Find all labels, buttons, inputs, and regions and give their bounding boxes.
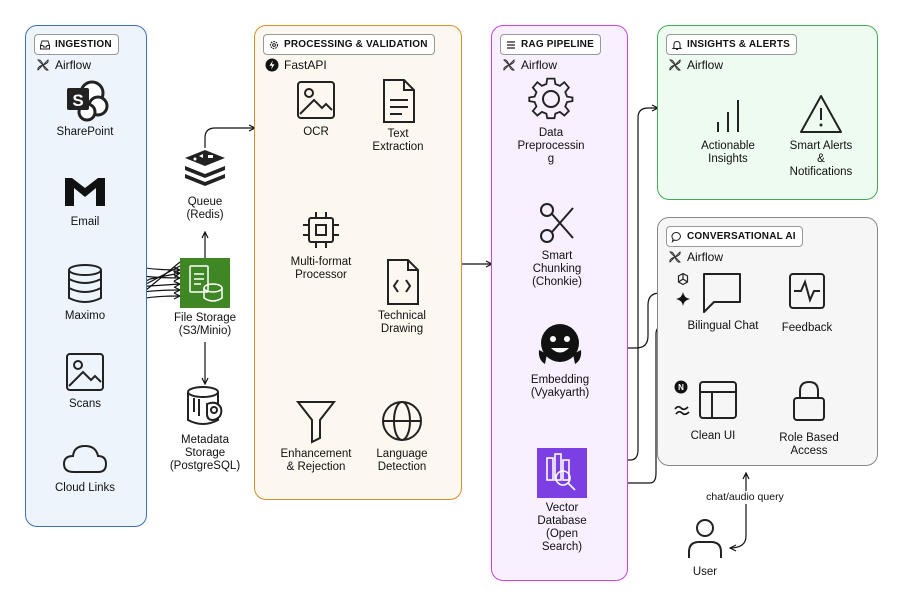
gmail-icon [65, 178, 105, 206]
processor-node: Multi-format Processor [276, 208, 366, 282]
ingestion-orchestrator: Airflow [36, 58, 91, 72]
huggingface-icon [538, 324, 582, 364]
insights-title: INSIGHTS & ALERTS [666, 34, 798, 55]
technical-drawing-node: Technical Drawing [362, 258, 442, 336]
text-extraction-node: Text Extraction [358, 78, 438, 154]
airflow-icon [669, 59, 681, 71]
code-file-icon [387, 259, 419, 305]
query-edge-label: chat/audio query [690, 491, 800, 504]
chunking-node: Smart Chunking (Chonkie) [512, 200, 602, 289]
insights-orchestrator: Airflow [668, 58, 723, 72]
openai-icon [677, 272, 689, 286]
opensearch-icon [537, 448, 587, 498]
message-square-icon [703, 273, 741, 313]
insights-node: Actionable Insights [685, 92, 771, 166]
scans-node: Scans [40, 350, 130, 411]
vectordb-node: Vector Database (Open Search) [522, 448, 602, 554]
edge-user-conversational [730, 473, 746, 548]
language-node: Language Detection [360, 398, 444, 474]
sharepoint-icon: S [67, 80, 109, 122]
document-icon [383, 79, 415, 123]
ingestion-title: INGESTION [34, 34, 119, 55]
layout-icon [699, 381, 737, 419]
s3-bucket-icon [180, 258, 230, 308]
gear-icon [528, 77, 574, 120]
rag-title: RAG PIPELINE [500, 34, 601, 55]
insights-group: INSIGHTS & ALERTS Airflow [657, 25, 878, 200]
conversational-group: CONVERSATIONAL AI Airflow [657, 217, 878, 466]
chat-node: Bilingual Chat [674, 270, 772, 333]
alerts-node: Smart Alerts & Notifications [776, 92, 866, 179]
redis-icon [185, 150, 225, 186]
tailwind-icon [674, 405, 690, 416]
embedding-node: Embedding (Vyakyarth) [514, 320, 606, 400]
role-access-node: Role Based Access [768, 378, 850, 458]
queue-node: Queue (Redis) [160, 148, 250, 222]
user-node: User [680, 516, 730, 579]
menu-icon [507, 40, 515, 49]
conversational-title: CONVERSATIONAL AI [666, 226, 803, 247]
warning-icon [800, 95, 842, 133]
chat-bubble-icon [671, 231, 681, 243]
cloud-links-node: Cloud Links [40, 440, 130, 495]
processing-framework: FastAPI [265, 58, 327, 72]
email-node: Email [40, 172, 130, 229]
globe-icon [382, 401, 422, 441]
airflow-icon [503, 59, 515, 71]
airflow-icon [669, 251, 681, 263]
database-icon [68, 264, 102, 303]
enhancement-node: Enhancement & Rejection [268, 398, 364, 474]
bell-icon [671, 40, 683, 50]
ocr-node: OCR [281, 78, 351, 139]
gear-icon [269, 40, 279, 49]
conversational-orchestrator: Airflow [668, 250, 723, 264]
sparkle-icon [676, 292, 690, 306]
processing-group: PROCESSING & VALIDATION FastAPI [254, 25, 462, 500]
postgresql-icon [187, 386, 223, 425]
svg-text:S: S [72, 91, 83, 110]
image-icon [297, 81, 335, 119]
lock-icon [793, 380, 825, 421]
cloud-icon [62, 444, 108, 473]
user-icon [688, 519, 722, 558]
metadata-node: Metadata Storage (PostgreSQL) [160, 384, 250, 473]
svg-text:N: N [678, 383, 684, 392]
scissors-icon [540, 203, 574, 243]
clean-ui-node: N Clean UI [672, 378, 754, 443]
bar-chart-icon [717, 100, 739, 132]
preprocessing-node: Data Preprocessin g [506, 75, 596, 166]
feedback-node: Feedback [772, 270, 842, 335]
notion-icon: N [674, 380, 688, 394]
rag-group: RAG PIPELINE Airflow [491, 25, 628, 581]
inbox-icon [40, 40, 50, 49]
filter-icon [295, 401, 337, 444]
file-storage-node: File Storage (S3/Minio) [160, 258, 250, 338]
image-icon [66, 353, 104, 391]
processing-title: PROCESSING & VALIDATION [263, 34, 435, 55]
fastapi-icon [265, 58, 279, 72]
airflow-icon [37, 59, 49, 71]
cpu-chip-icon [303, 212, 339, 248]
activity-icon [789, 273, 825, 309]
sharepoint-node: S SharePoint [40, 80, 130, 139]
rag-orchestrator: Airflow [502, 58, 557, 72]
maximo-node: Maximo [40, 262, 130, 323]
edge-queue-processing [204, 128, 255, 148]
